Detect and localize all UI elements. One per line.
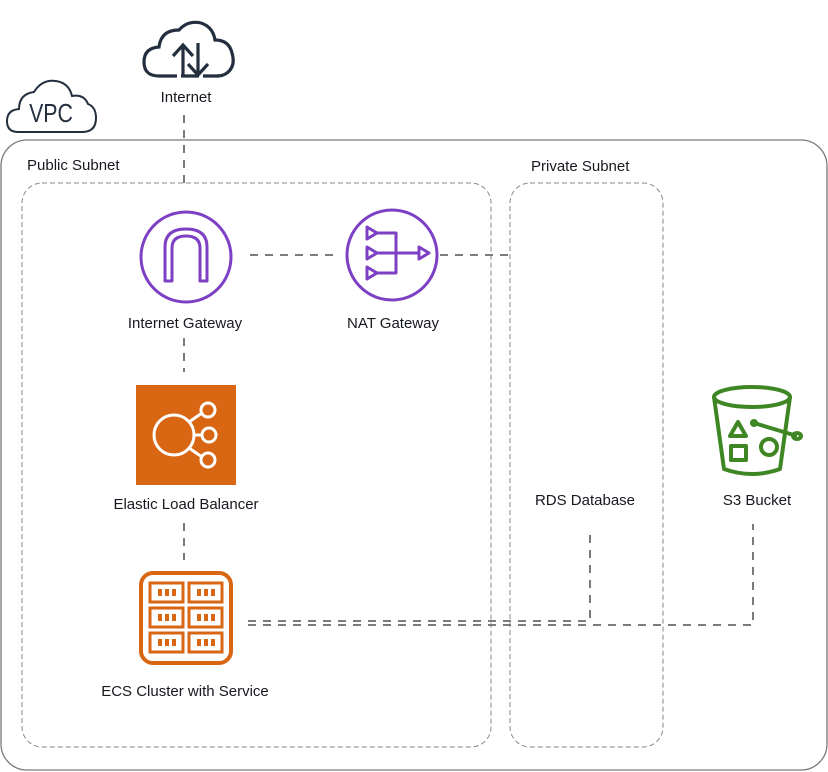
vpc-badge: VPC	[4, 76, 98, 136]
internet-node	[141, 18, 237, 80]
elb-node[interactable]	[136, 385, 236, 485]
vpc-label: VPC	[29, 98, 73, 128]
rds-label[interactable]: RDS Database	[534, 492, 636, 509]
ecs-cluster-icon	[139, 571, 233, 665]
private-subnet-label: Private Subnet	[531, 158, 630, 175]
private-subnet-boundary	[509, 182, 664, 748]
internet-label: Internet	[160, 89, 212, 106]
ecs-node[interactable]	[138, 570, 234, 666]
load-balancer-icon	[152, 401, 218, 469]
connector-ecs-to-s3	[248, 524, 754, 626]
s3-node[interactable]	[710, 383, 806, 479]
connector-ecs-to-rds	[248, 532, 591, 622]
ecs-label: ECS Cluster with Service	[101, 683, 269, 700]
nat-gateway-node[interactable]	[344, 207, 440, 303]
nat-gateway-icon	[345, 208, 439, 302]
public-subnet-boundary	[21, 182, 492, 748]
cloud-upload-download-icon	[142, 20, 235, 78]
s3-label: S3 Bucket	[722, 492, 792, 509]
internet-gateway-node[interactable]	[138, 209, 234, 305]
elb-label: Elastic Load Balancer	[113, 496, 259, 513]
internet-gateway-label: Internet Gateway	[127, 315, 243, 332]
public-subnet-label: Public Subnet	[27, 157, 120, 174]
vpc-cloud-icon	[5, 79, 98, 133]
internet-gateway-icon	[139, 210, 233, 304]
vpc-boundary	[0, 139, 828, 771]
nat-gateway-label: NAT Gateway	[347, 315, 439, 332]
s3-bucket-icon	[712, 385, 803, 476]
